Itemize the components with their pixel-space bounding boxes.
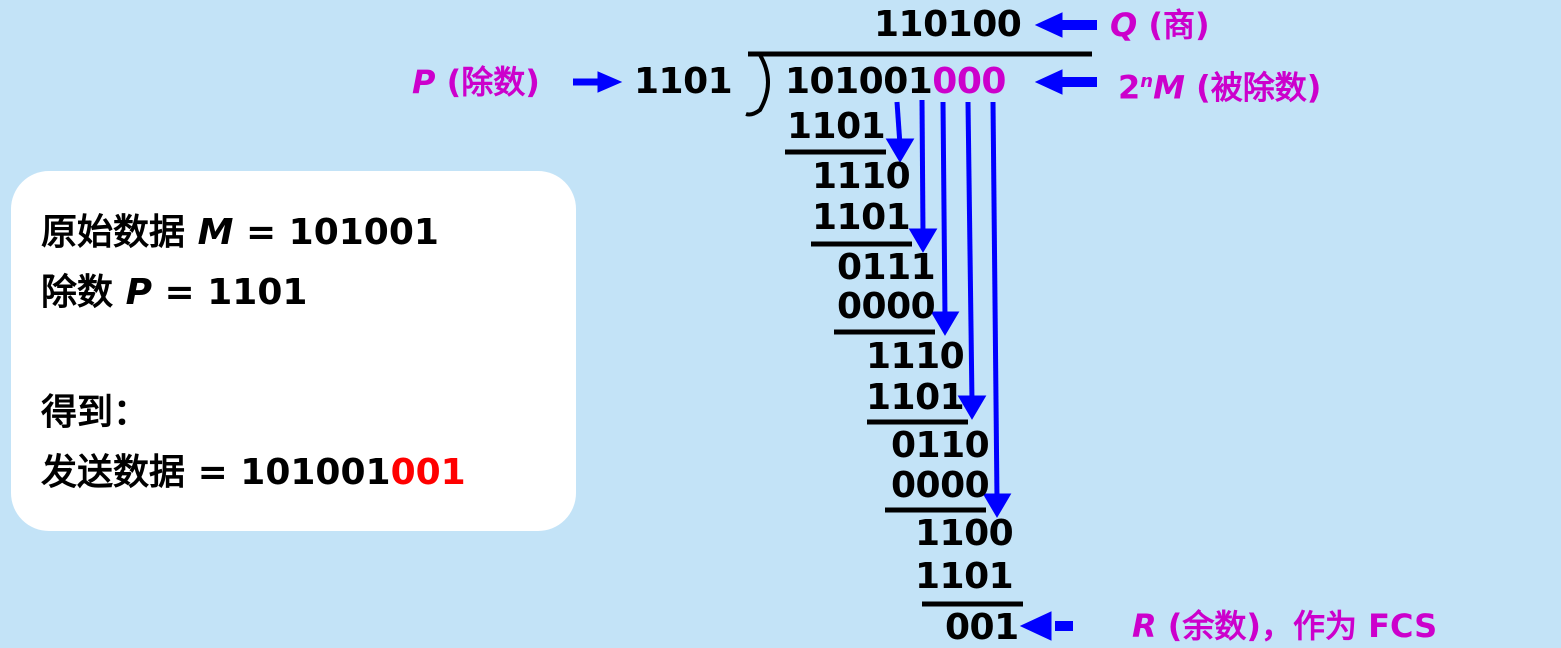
remainder-label: (余数)，作为 FCS: [1167, 607, 1438, 645]
dividend-prefix: 2: [1118, 68, 1141, 107]
symbol-m: M: [197, 212, 234, 253]
step-row: 0110: [891, 425, 990, 466]
divisor-label: 除数: [41, 272, 114, 313]
step-row: 1100: [915, 513, 1014, 554]
step-row: 1110: [866, 336, 965, 377]
sent-data-value: 101001001: [240, 452, 465, 493]
step-row: 1101: [866, 377, 965, 418]
symbol-q: Q: [1110, 6, 1138, 44]
sent-data-label: 发送数据: [41, 452, 186, 493]
symbol-p: P: [125, 272, 152, 313]
step-row: 1101: [787, 106, 886, 147]
remainder-annotation: R (余数)，作为 FCS: [1132, 606, 1437, 646]
divisor-annotation: P (除数): [412, 62, 540, 102]
divisor-line: 除数 P = 1101: [41, 273, 307, 313]
sent-data-line: 发送数据 = 101001001: [41, 453, 466, 493]
divisor-label: (除数): [446, 63, 540, 101]
dividend-label: (被除数): [1196, 68, 1322, 107]
original-data-line: 原始数据 M = 101001: [41, 213, 439, 253]
quotient-annotation: Q (商): [1110, 5, 1210, 45]
dividend-value: 101001000: [785, 62, 1006, 102]
divisor-value: 1101: [634, 61, 733, 102]
symbol-p: P: [412, 63, 436, 101]
equals-sign: =: [197, 452, 228, 493]
division-bracket: [745, 53, 770, 117]
step-row: 1101: [812, 197, 911, 238]
symbol-r: R: [1132, 607, 1157, 645]
step-row: 0000: [837, 286, 936, 327]
quotient-label: (商): [1148, 6, 1210, 44]
remainder-value: 001: [945, 607, 1019, 648]
step-row: 0000: [891, 465, 990, 506]
original-data-label: 原始数据: [41, 212, 186, 253]
info-card: 原始数据 M = 101001 除数 P = 1101 得到： 发送数据 = 1…: [11, 171, 576, 531]
original-data-value: 101001: [288, 212, 439, 253]
equals-sign: =: [164, 272, 195, 313]
equals-sign: =: [245, 212, 277, 253]
step-row: 1110: [812, 156, 911, 197]
result-heading: 得到：: [41, 392, 150, 433]
dividend-main: 101001: [785, 61, 933, 102]
step-row: 1101: [915, 556, 1014, 597]
dividend-annotation: 2nM (被除数): [1118, 62, 1321, 108]
dividend-padding: 000: [932, 61, 1006, 102]
divisor-value: 1101: [207, 272, 308, 313]
quotient-value: 110100: [874, 4, 1022, 45]
superscript-n: n: [1140, 71, 1154, 92]
sent-data-fcs: 001: [390, 452, 466, 493]
sent-data-main: 101001: [240, 452, 391, 493]
symbol-m: M: [1153, 68, 1185, 107]
step-row: 0111: [837, 247, 936, 288]
